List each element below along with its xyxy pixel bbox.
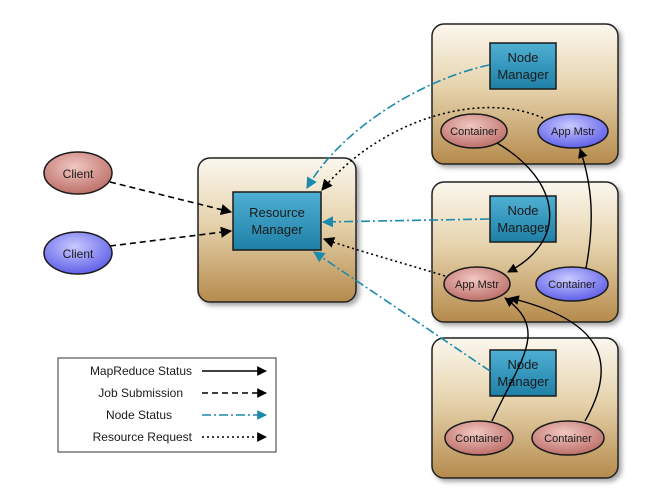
legend-job-submission-label: Job Submission bbox=[98, 386, 183, 400]
client-2 bbox=[43, 231, 113, 275]
node-1-app-master bbox=[537, 113, 609, 149]
legend-node-status-label: Node Status bbox=[106, 408, 172, 422]
node-1-container bbox=[440, 113, 508, 149]
node-manager-2-label-line2: Manager bbox=[497, 220, 549, 235]
node-2-app-master-label: App Mstr bbox=[455, 279, 499, 291]
node-1-container-label: Container bbox=[450, 126, 498, 138]
resource-request-arrow-1 bbox=[321, 106, 544, 191]
legend-box bbox=[57, 357, 277, 453]
legend-mapreduce-status-label: MapReduce Status bbox=[90, 364, 192, 378]
node-manager-3-label-line1: Node bbox=[507, 357, 538, 372]
legend-resource-request-label: Resource Request bbox=[93, 430, 193, 444]
mapreduce-status-arrow-3 bbox=[491, 297, 529, 422]
node-manager-2 bbox=[489, 195, 557, 243]
node-1-app-master-label: App Mstr bbox=[551, 126, 595, 138]
node-status-arrow-2 bbox=[321, 216, 490, 228]
node-manager-1 bbox=[489, 42, 557, 90]
job-submission-arrow-2 bbox=[109, 226, 233, 247]
mapreduce-status-arrow-1 bbox=[496, 142, 551, 273]
node-3-container-right bbox=[531, 420, 605, 456]
mapreduce-status-arrow-4 bbox=[509, 295, 602, 422]
resource-manager-label-line2: Manager bbox=[251, 222, 303, 237]
resource-request-arrow-2 bbox=[322, 237, 446, 277]
node-manager-2-label-line1: Node bbox=[507, 203, 538, 218]
resource-manager-label-line1: Resource bbox=[249, 205, 305, 220]
node-status-arrow-3 bbox=[313, 251, 491, 372]
node-2-app-master bbox=[443, 266, 511, 302]
node-3-container-right-label: Container bbox=[544, 433, 592, 445]
client-2-label: Client bbox=[63, 247, 94, 261]
node-manager-1-label-line2: Manager bbox=[497, 67, 549, 82]
job-submission-arrow-1 bbox=[109, 181, 233, 216]
node-2-container bbox=[535, 266, 609, 302]
node-3-container-left-label: Container bbox=[455, 433, 503, 445]
node-status-arrow-1 bbox=[306, 64, 490, 189]
client-1 bbox=[43, 151, 113, 195]
resource-manager bbox=[232, 191, 322, 251]
node-2-container-label: Container bbox=[548, 279, 596, 291]
client-1-label: Client bbox=[63, 167, 94, 181]
node-manager-1-label-line1: Node bbox=[507, 50, 538, 65]
mapreduce-status-arrow-2 bbox=[578, 148, 592, 269]
node-3-container-left bbox=[444, 420, 514, 456]
node-manager-3-label-line2: Manager bbox=[497, 374, 549, 389]
